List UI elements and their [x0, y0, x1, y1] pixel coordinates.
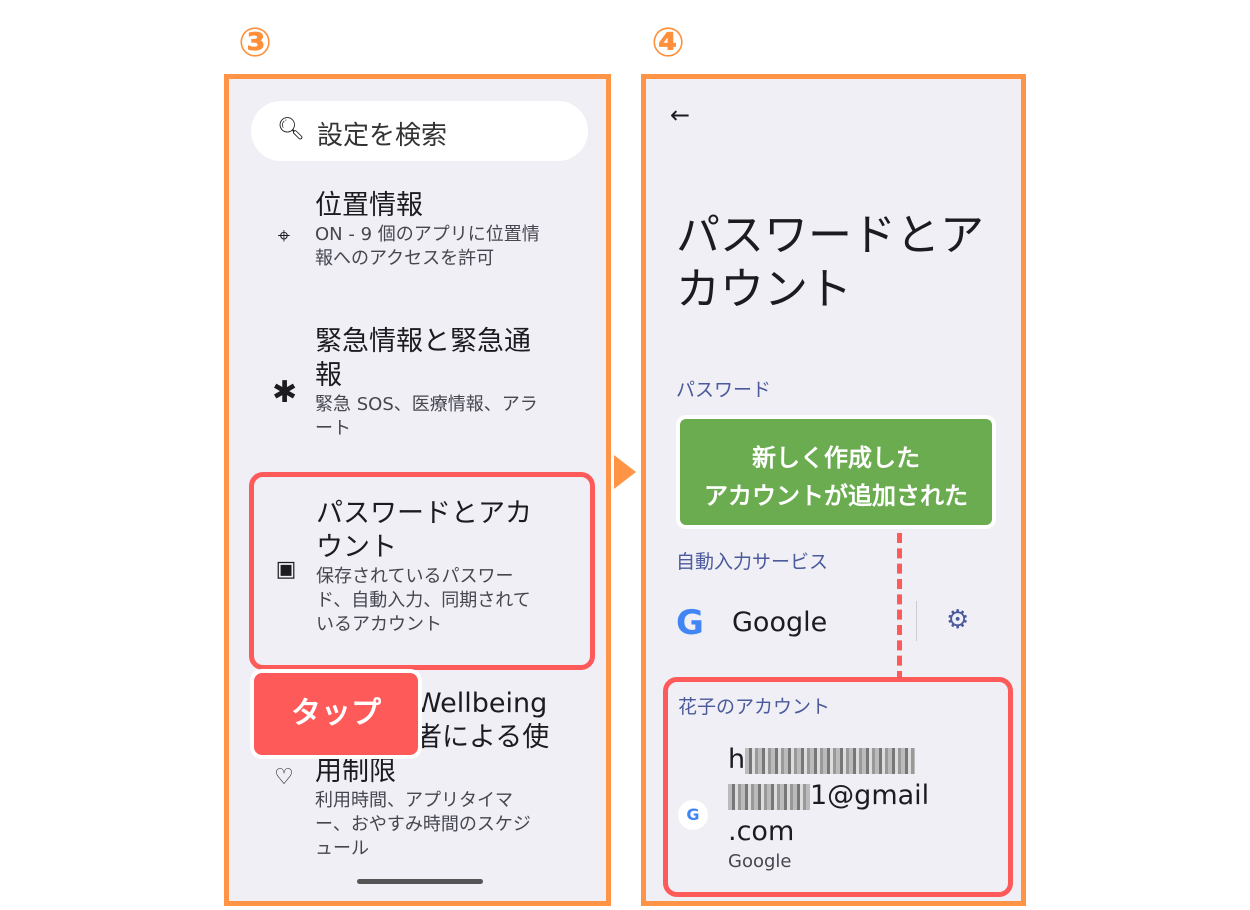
item-subtitle: ON - 9 個のアプリに位置情 — [315, 224, 540, 245]
settings-item-passwords-accounts[interactable]: ▣ パスワードとアカ ウント 保存されているパスワー ド、自動入力、同期されて … — [249, 472, 595, 670]
page-title-line: カウント — [676, 264, 852, 315]
item-subtitle: ー、おやすみ時間のスケジ — [315, 814, 531, 835]
item-subtitle: ート — [315, 418, 351, 439]
item-title: 位置情報 — [315, 190, 423, 221]
autofill-service-name: Google — [732, 607, 828, 638]
item-subtitle: ュール — [315, 838, 369, 859]
account-type: Google — [728, 851, 792, 872]
arrow-right-icon — [614, 455, 636, 489]
asterisk-icon: ✱ — [272, 375, 298, 410]
item-title: 報 — [315, 360, 342, 391]
page-title: パスワードとア カウント — [676, 209, 984, 317]
callout-connector — [897, 533, 902, 681]
autofill-section-header: 自動入力サービス — [676, 551, 829, 573]
back-arrow-icon[interactable]: ← — [670, 101, 691, 129]
account-section-highlight: 花子のアカウント G h 1@gmail .com Google — [663, 677, 1013, 897]
redacted-email — [728, 783, 810, 810]
item-subtitle: 報へのアクセスを許可 — [315, 248, 495, 269]
settings-screen: 🔍︎ 設定を検索 ⌖ 位置情報 ON - 9 個のアプリに位置情 報へのアクセス… — [224, 74, 611, 906]
location-pin-icon: ⌖ — [277, 224, 291, 249]
email-text: .com — [728, 816, 795, 847]
item-subtitle: 利用時間、アプリタイマ — [315, 790, 513, 811]
step-number-3: ③ — [238, 20, 272, 66]
email-text: h — [728, 744, 746, 775]
item-subtitle: 緊急 SOS、医療情報、アラ — [315, 394, 538, 415]
search-placeholder: 設定を検索 — [317, 121, 448, 151]
step-number-4: ④ — [651, 20, 685, 66]
item-title: Wellbeing — [415, 688, 548, 719]
gesture-bar[interactable] — [357, 879, 483, 884]
item-subtitle: いるアカウント — [316, 614, 442, 635]
divider — [916, 601, 917, 641]
account-section-header: 花子のアカウント — [678, 696, 831, 718]
item-subtitle: 保存されているパスワー — [316, 566, 514, 587]
gear-icon[interactable]: ⚙ — [946, 605, 970, 635]
account-box-icon: ▣ — [275, 557, 297, 582]
password-section-header: パスワード — [676, 379, 772, 401]
google-logo-icon: G — [676, 603, 704, 643]
added-account-callout: 新しく作成した アカウントが追加された — [676, 415, 996, 529]
google-account-icon: G — [678, 800, 708, 830]
callout-line: アカウントが追加された — [704, 482, 968, 510]
item-subtitle: ド、自動入力、同期されて — [316, 590, 531, 611]
tap-label: タップ — [250, 669, 422, 759]
search-icon: 🔍︎ — [277, 117, 305, 142]
search-input[interactable]: 🔍︎ 設定を検索 — [251, 101, 588, 161]
item-title: ウント — [316, 532, 397, 563]
passwords-accounts-screen: ← パスワードとア カウント パスワード 新しく作成した アカウントが追加された… — [641, 74, 1026, 906]
item-title: パスワードとアカ — [316, 498, 532, 529]
redacted-email — [745, 747, 916, 774]
autofill-service-row[interactable]: G Google ⚙ — [676, 599, 996, 649]
item-title: 用制限 — [315, 756, 396, 787]
email-text: 1@gmail — [810, 780, 930, 811]
callout-line: 新しく作成した — [752, 444, 920, 472]
wellbeing-icon: ♡ — [274, 765, 294, 790]
page-title-line: パスワードとア — [676, 210, 984, 261]
account-row[interactable]: G h 1@gmail .com Google — [668, 742, 998, 882]
item-title: 者による使 — [415, 722, 550, 753]
item-title: 緊急情報と緊急通 — [315, 326, 531, 357]
